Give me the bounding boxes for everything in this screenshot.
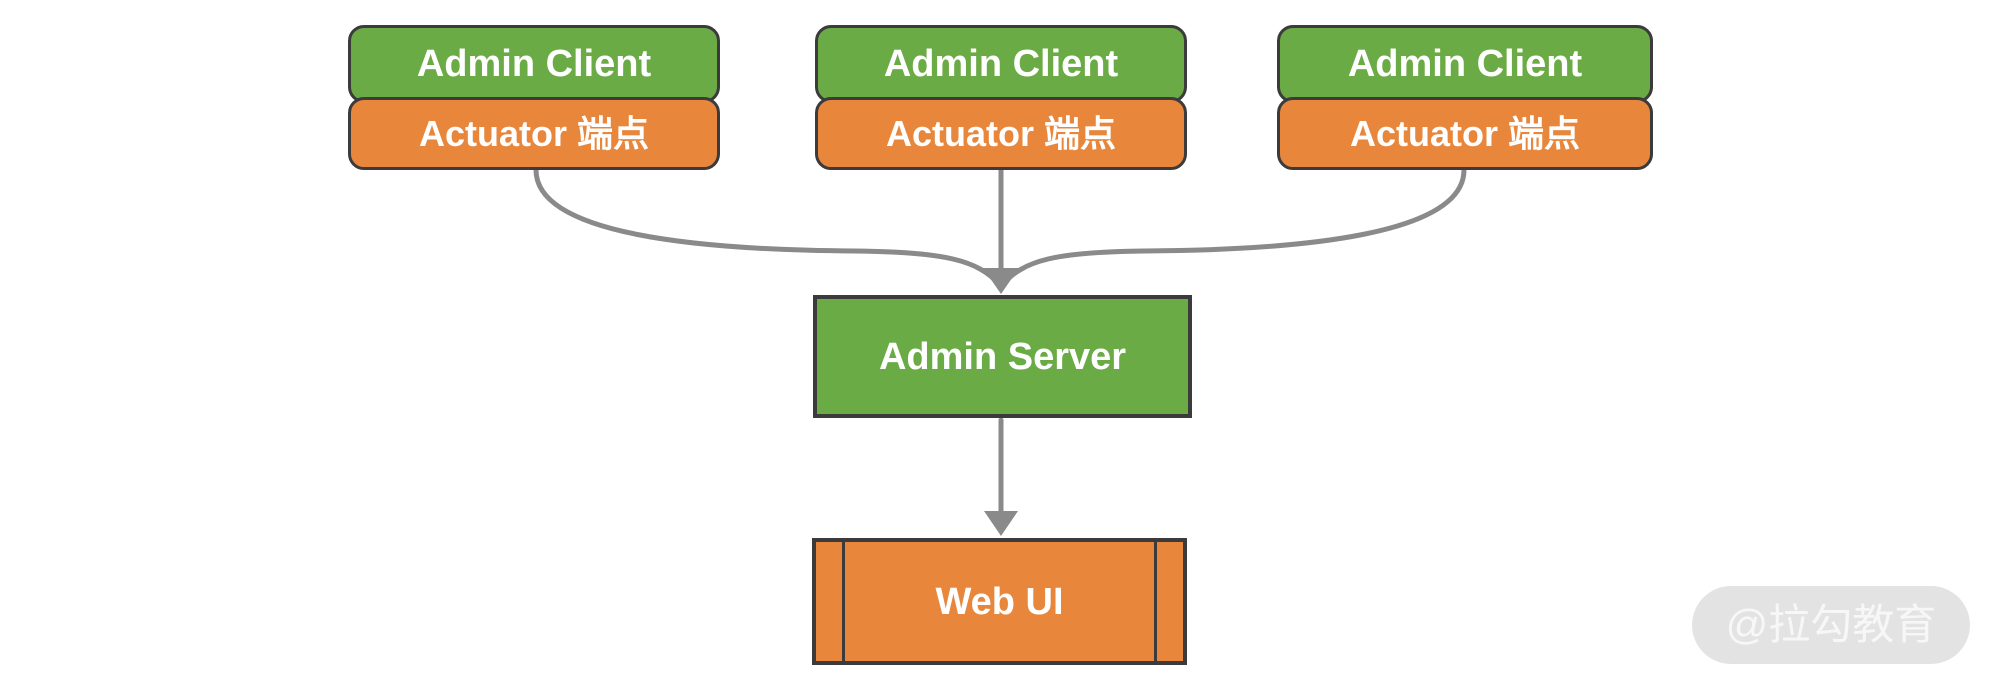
admin-client-3-header: Admin Client <box>1277 25 1653 103</box>
connector-left-curve <box>533 167 1003 288</box>
watermark-badge: @拉勾教育 <box>1692 586 1970 664</box>
admin-client-1-title: Admin Client <box>416 43 652 85</box>
web-ui-right-divider <box>1154 542 1157 661</box>
admin-client-3-title: Admin Client <box>1347 43 1583 85</box>
admin-client-3-actuator-label: Actuator 端点 <box>1349 112 1580 154</box>
admin-client-3-actuator: Actuator 端点 <box>1277 97 1653 170</box>
watermark-text: @拉勾教育 <box>1725 601 1937 648</box>
admin-client-2-header: Admin Client <box>815 25 1187 103</box>
admin-server-label: Admin Server <box>878 335 1127 378</box>
arrowhead-into-server <box>983 268 1019 294</box>
arrowhead-into-webui <box>984 511 1018 536</box>
admin-client-1-actuator-label: Actuator 端点 <box>418 112 649 154</box>
admin-client-box-1: Admin Client Actuator 端点 <box>348 25 720 170</box>
admin-client-2-title: Admin Client <box>883 43 1119 85</box>
admin-client-2-actuator-label: Actuator 端点 <box>885 112 1116 154</box>
connector-right-curve <box>999 167 1467 288</box>
admin-server-box: Admin Server <box>813 295 1192 418</box>
web-ui-box: Web UI <box>812 538 1187 665</box>
admin-client-2-actuator: Actuator 端点 <box>815 97 1187 170</box>
admin-client-1-actuator: Actuator 端点 <box>348 97 720 170</box>
admin-client-box-2: Admin Client Actuator 端点 <box>815 25 1187 170</box>
web-ui-label: Web UI <box>935 580 1064 623</box>
admin-client-1-header: Admin Client <box>348 25 720 103</box>
admin-client-box-3: Admin Client Actuator 端点 <box>1277 25 1653 170</box>
web-ui-left-divider <box>842 542 845 661</box>
